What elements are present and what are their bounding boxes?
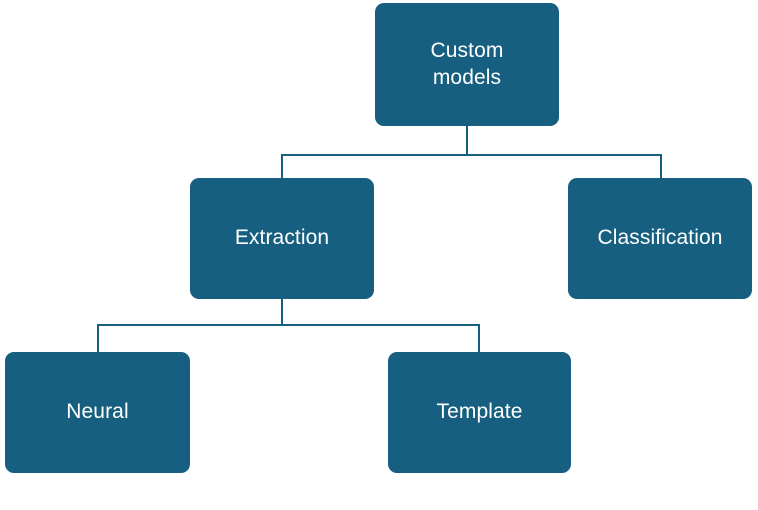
- node-classification[interactable]: Classification: [568, 178, 752, 299]
- connector-root-to-extraction: [281, 154, 283, 179]
- node-template[interactable]: Template: [388, 352, 571, 473]
- connector-level2-horizontal-bar: [97, 324, 480, 326]
- connector-level1-horizontal-bar: [281, 154, 662, 156]
- node-extraction[interactable]: Extraction: [190, 178, 374, 299]
- node-extraction-label: Extraction: [234, 226, 330, 250]
- connector-root-trunk: [466, 126, 468, 156]
- node-neural[interactable]: Neural: [5, 352, 190, 473]
- node-template-label: Template: [436, 400, 523, 424]
- connector-extraction-to-neural: [97, 324, 99, 353]
- connector-extraction-to-template: [478, 324, 480, 353]
- connector-extraction-trunk: [281, 299, 283, 326]
- node-custom-models[interactable]: Custom models: [375, 3, 559, 126]
- node-classification-label: Classification: [597, 226, 723, 250]
- node-neural-label: Neural: [66, 400, 129, 424]
- connector-root-to-classification: [660, 154, 662, 179]
- node-custom-models-label: Custom models: [430, 38, 504, 89]
